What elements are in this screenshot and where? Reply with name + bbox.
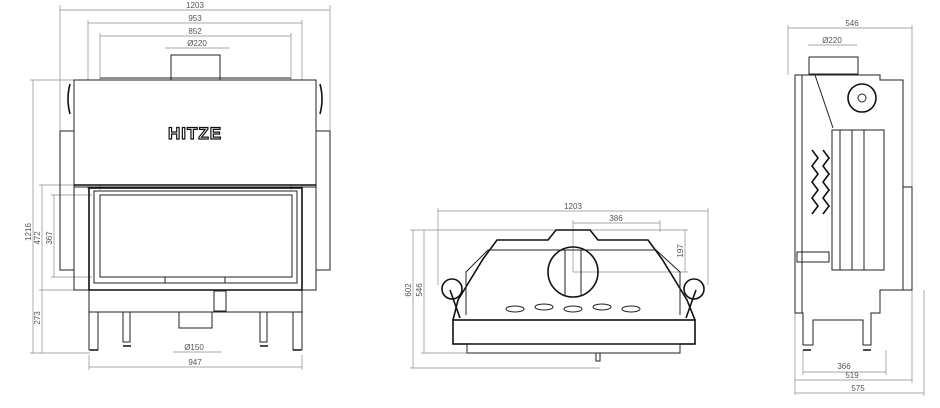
glass-frame [93, 190, 298, 284]
front-height-base-label: 273 [33, 311, 42, 325]
deflector [814, 74, 834, 129]
air-control-handle [213, 290, 227, 312]
front-height-total-label: 1216 [24, 223, 33, 241]
top-flue-depth-label: 197 [676, 244, 685, 258]
air-slider [164, 276, 226, 284]
door-edge [466, 343, 681, 354]
convection-fan-outline [67, 83, 323, 115]
front-air-inlet-label: Ø150 [184, 343, 204, 352]
air-inlet [178, 311, 213, 329]
side-depth-top-label: 546 [845, 19, 859, 28]
side-dimensions [787, 25, 925, 396]
door-profile [902, 186, 913, 291]
left-fan-icon [441, 278, 463, 300]
front-height-door-label: 472 [33, 231, 42, 245]
brand-logo: HITZE [168, 124, 222, 143]
door-frame [88, 187, 303, 291]
glass-pane [99, 194, 293, 278]
air-holes [505, 303, 641, 313]
right-fan-icon [683, 278, 705, 300]
side-flue-collar [808, 56, 859, 75]
leveling-feet [90, 345, 301, 351]
front-height-glass-label: 367 [45, 231, 54, 245]
front-flue-diameter-label: Ø220 [187, 39, 207, 48]
door-handle [595, 352, 601, 362]
side-view: 546 Ø220 366 519 575 [787, 19, 925, 396]
front-width-base-label: 947 [188, 358, 202, 367]
side-depth-total-label: 575 [851, 384, 865, 393]
firebox-inner [465, 249, 681, 315]
air-duct [796, 251, 830, 263]
top-dimensions [410, 208, 709, 369]
side-legs-depth-label: 366 [837, 362, 851, 371]
side-fan-icon [847, 83, 877, 113]
top-depth-total-label: 602 [404, 283, 413, 297]
flue-opening [547, 246, 599, 298]
side-body-outline [794, 74, 913, 346]
front-width-total-label: 1203 [186, 1, 204, 10]
top-panel [73, 79, 317, 186]
base-frame [88, 289, 303, 313]
front-width-body-label: 953 [188, 14, 202, 23]
top-flue-offset-label: 386 [609, 214, 623, 223]
top-width-total-label: 1203 [564, 202, 582, 211]
firebox-outline [452, 229, 696, 321]
right-side-panel [315, 130, 331, 271]
front-view: 1203 953 852 Ø220 1216 472 367 273 Ø150 … [24, 1, 331, 370]
top-view: 1203 386 197 602 546 [404, 202, 709, 369]
front-frame [452, 319, 696, 345]
flue-collar [170, 54, 221, 81]
heat-exchanger [811, 149, 830, 215]
left-side-panel [59, 130, 75, 271]
front-width-inner-label: 852 [188, 27, 202, 36]
top-depth-body-label: 546 [415, 283, 424, 297]
side-flue-diameter-label: Ø220 [822, 36, 842, 45]
side-depth-base-label: 519 [845, 371, 859, 380]
combustion-chamber [831, 129, 885, 271]
